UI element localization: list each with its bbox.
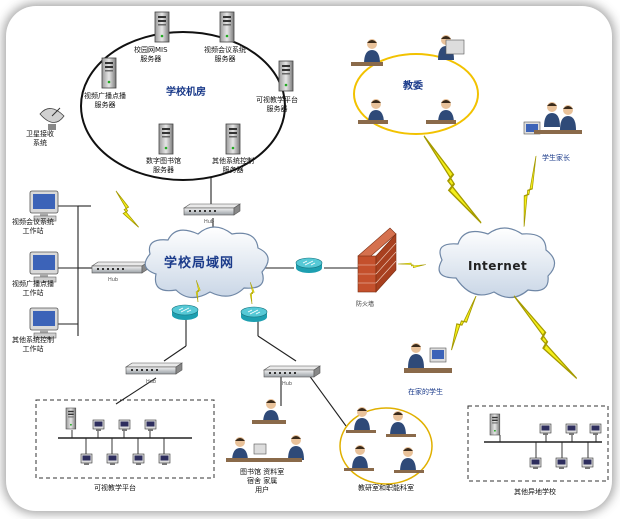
parents-icon xyxy=(523,102,582,135)
router-library xyxy=(240,306,268,323)
lan-label: 学校局域网 xyxy=(164,256,235,271)
workstation-label-1: 视频会议系统工作站 xyxy=(12,218,54,235)
server-label-3: 可视教学平台服务器 xyxy=(256,96,298,113)
router-platform xyxy=(171,304,199,321)
hub-library xyxy=(263,365,321,378)
platform-network-box xyxy=(35,399,215,479)
library-label: 图书馆 资料室宿舍 家属用户 xyxy=(240,468,285,494)
bolt-remote-school xyxy=(512,285,578,389)
person-edu-1 xyxy=(351,39,383,66)
satellite-label: 卫星接收系统 xyxy=(26,130,54,147)
firewall-label: 防火墙 xyxy=(356,301,375,308)
hub-label-3: Hub xyxy=(146,379,157,385)
lan-cloud xyxy=(144,226,269,299)
edu-bureau-ring xyxy=(353,53,479,135)
workstation-label-3: 其他系统控制工作站 xyxy=(12,336,54,353)
parents-label: 学生家长 xyxy=(542,154,570,162)
bolt-edu-bureau xyxy=(422,126,483,233)
workstation-2 xyxy=(29,251,59,283)
internet-cloud xyxy=(438,227,556,299)
server-1 xyxy=(154,11,170,43)
workstation-label-2: 视频广播点播工作站 xyxy=(12,280,54,297)
bolt-firewall xyxy=(397,255,427,274)
remote-school-label: 其他异地学校 xyxy=(514,488,556,496)
hub-workstations xyxy=(91,261,149,274)
server-2 xyxy=(219,11,235,43)
hub-platform xyxy=(125,362,183,375)
platform-label: 可视教学平台 xyxy=(94,484,136,492)
server-room-ring xyxy=(80,31,286,181)
hub-label-2: Hub xyxy=(108,277,119,283)
server-label-2: 视频会议系统服务器 xyxy=(204,46,246,63)
server-4 xyxy=(101,57,117,89)
hub-label-4: Hub xyxy=(282,381,293,387)
teaching-office-ring xyxy=(339,407,433,485)
hub-label-1: Hub xyxy=(204,219,215,225)
home-student-icon xyxy=(404,343,452,373)
firewall-icon xyxy=(357,227,397,293)
server-label-5: 数字图书馆服务器 xyxy=(146,157,181,174)
person-edu-2 xyxy=(438,35,465,60)
router-internet xyxy=(295,257,323,274)
hub-server-room xyxy=(183,203,241,216)
library-users-icon xyxy=(226,399,304,462)
internet-label: Internet xyxy=(468,259,528,273)
server-3 xyxy=(278,60,294,92)
person-edu-3 xyxy=(358,99,388,124)
server-6 xyxy=(225,123,241,155)
bolt-satellite xyxy=(115,187,140,231)
diagram-canvas xyxy=(29,11,609,485)
bolt-parents xyxy=(511,155,549,228)
workstation-1 xyxy=(29,190,59,222)
satellite-dish-icon xyxy=(39,107,65,130)
bolt-home-student xyxy=(438,295,489,351)
person-edu-4 xyxy=(426,99,456,124)
server-room-title: 学校机房 xyxy=(166,87,206,98)
home-student-label: 在家的学生 xyxy=(408,388,443,396)
server-label-6: 其他系统控制服务器 xyxy=(212,157,254,174)
edu-bureau-label: 教委 xyxy=(403,81,423,92)
server-label-4: 视频广播点播服务器 xyxy=(84,92,126,109)
workstation-3 xyxy=(29,307,59,339)
server-5 xyxy=(158,123,174,155)
remote-school-box xyxy=(467,405,609,482)
teaching-office-label: 教研室和职能科室 xyxy=(358,484,414,492)
